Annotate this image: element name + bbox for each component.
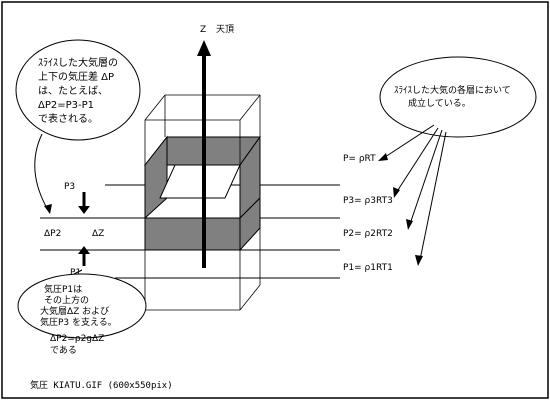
pressure-arrows <box>78 192 90 266</box>
eq-p1: P1= ρ1RT1 <box>343 263 393 273</box>
right-bubble-line-2: 成立している。 <box>408 97 471 109</box>
zenith-label: 天頂 <box>216 24 234 35</box>
left-bubble-line-1: ｽﾗｲｽした大気層の <box>38 56 118 69</box>
bottom-bubble-line-3: 大気層ΔZ および <box>40 305 109 317</box>
label-dz: ΔZ <box>92 229 104 239</box>
bottom-bubble-line-2: その上方の <box>44 294 89 306</box>
bottom-bubble-line-1: 気圧P1は <box>44 283 82 295</box>
right-bubble-arrowheads <box>378 153 423 266</box>
left-bubble-line-3: は、たとえば、 <box>38 85 108 97</box>
left-bubble-line-5: で表される。 <box>38 112 98 125</box>
bottom-note-line-2: である <box>50 345 77 356</box>
eq-p3: P3= ρ3RT3 <box>343 196 393 206</box>
bottom-note-line-1: ΔP2=ρ2gΔZ <box>50 334 104 344</box>
left-bubble <box>15 39 141 141</box>
z-axis <box>197 40 211 268</box>
right-bubble-arrows <box>381 124 447 261</box>
caption: 気圧 KIATU.GIF (600x550pix) <box>30 379 173 391</box>
air-column-prism <box>144 94 261 311</box>
left-bubble-line-2: 上下の気圧差 ΔP <box>38 70 114 83</box>
left-bubble-pointer <box>34 133 49 211</box>
eq-p: P= ρRT <box>343 154 376 164</box>
right-bubble-line-1: ｽﾗｲｽした大気の各層において <box>394 84 511 96</box>
label-dp2: ΔP2 <box>44 229 61 239</box>
label-p3: P3 <box>64 182 75 192</box>
slice-hole <box>159 164 241 199</box>
left-bubble-arrowhead <box>44 204 52 214</box>
left-bubble-line-4: ΔP2=P3-P1 <box>38 100 94 111</box>
eq-p2: P2= ρ2RT2 <box>343 229 393 239</box>
bottom-bubble-pointer <box>73 269 83 275</box>
z-axis-label: Z <box>200 25 206 35</box>
bottom-bubble <box>17 273 147 339</box>
right-bubble <box>379 56 537 138</box>
bottom-bubble-line-4: 気圧P3 を支える。 <box>40 316 117 328</box>
